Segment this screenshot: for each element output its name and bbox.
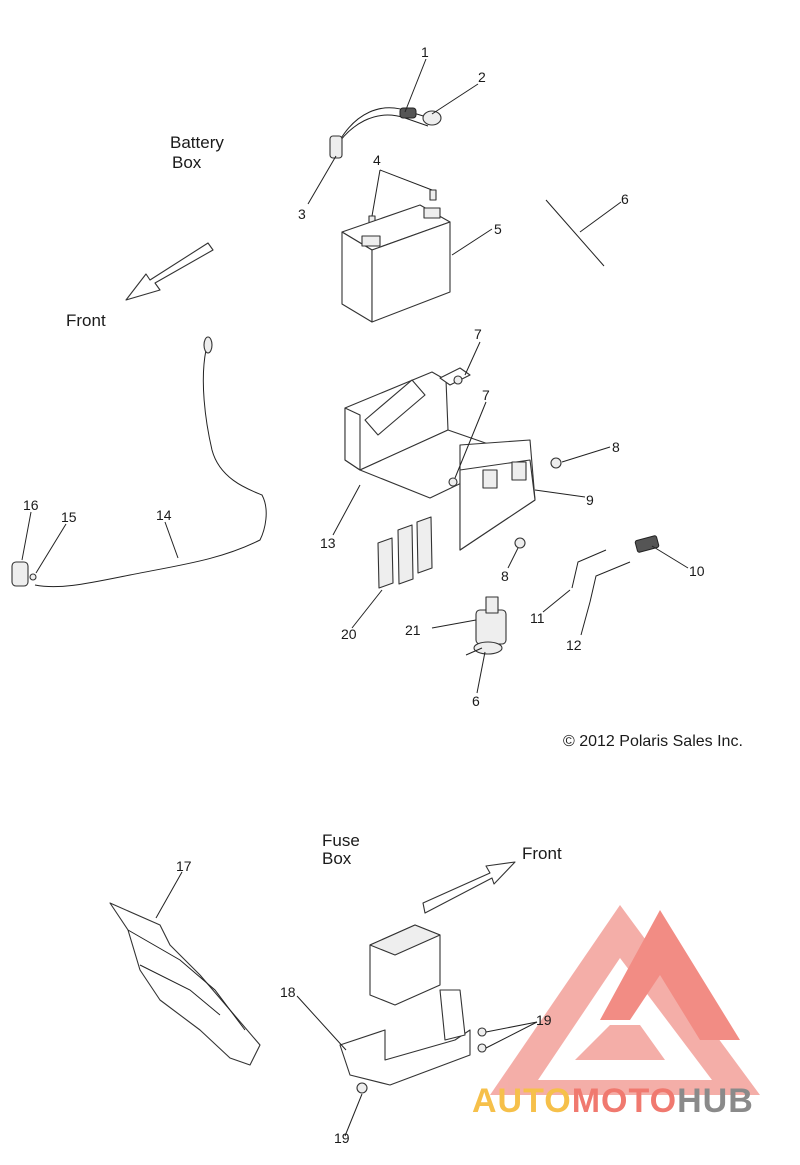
battery-strap	[545, 199, 605, 267]
automotohub-logo	[490, 905, 760, 1095]
battery-box-heading-line2: Box	[172, 153, 202, 172]
callout-1: 1	[421, 44, 429, 60]
front-label-top: Front	[66, 311, 106, 330]
watermark-auto: AUTO	[472, 1082, 572, 1120]
battery-cable-harness	[329, 107, 442, 159]
battery-tray	[344, 367, 562, 551]
watermark-text: AUTOMOTOHUB	[472, 1082, 754, 1120]
fuse-box-cover	[109, 902, 261, 1066]
copyright-notice: © 2012 Polaris Sales Inc.	[563, 733, 743, 750]
callout-13: 13	[320, 535, 336, 551]
fuse-box-assembly	[339, 924, 487, 1094]
callout-8-lower: 8	[501, 568, 509, 584]
callout-10: 10	[689, 563, 705, 579]
callout-15: 15	[61, 509, 77, 525]
fuse-box-heading-line2: Box	[322, 849, 352, 868]
small-hardware	[571, 535, 660, 603]
fuse-box-heading-line1: Fuse	[322, 831, 360, 850]
watermark-hub: HUB	[677, 1082, 754, 1120]
battery-box-heading-line1: Battery	[170, 133, 224, 152]
front-label-bottom: Front	[522, 844, 562, 863]
callout-21: 21	[405, 622, 421, 638]
callout-11: 11	[530, 610, 545, 626]
callout-7-top: 7	[474, 326, 482, 342]
battery	[341, 204, 451, 323]
negative-cable	[11, 336, 267, 588]
callout-6-top: 6	[621, 191, 629, 207]
callout-9: 9	[586, 492, 594, 508]
callout-17: 17	[176, 858, 192, 874]
watermark-moto: MOTO	[572, 1082, 677, 1120]
front-arrow-top-icon	[125, 242, 214, 301]
front-arrow-bottom-icon	[422, 861, 516, 914]
logo-triangle-inner	[600, 910, 740, 1040]
callout-2: 2	[478, 69, 486, 85]
callout-12: 12	[566, 637, 582, 653]
callout-20: 20	[341, 626, 357, 642]
callout-8-right: 8	[612, 439, 620, 455]
solenoid	[465, 596, 507, 656]
foam-pads	[377, 516, 433, 589]
callout-16: 16	[23, 497, 39, 513]
callout-3: 3	[298, 206, 306, 222]
callout-7-lower: 7	[482, 387, 490, 403]
callout-6-lower: 6	[472, 693, 480, 709]
callout-5: 5	[494, 221, 502, 237]
callout-19-bottom: 19	[334, 1130, 350, 1146]
leader-lines	[21, 58, 689, 1137]
callout-14: 14	[156, 507, 172, 523]
callout-18: 18	[280, 984, 296, 1000]
callout-19-right: 19	[536, 1012, 552, 1028]
callout-4: 4	[373, 152, 381, 168]
